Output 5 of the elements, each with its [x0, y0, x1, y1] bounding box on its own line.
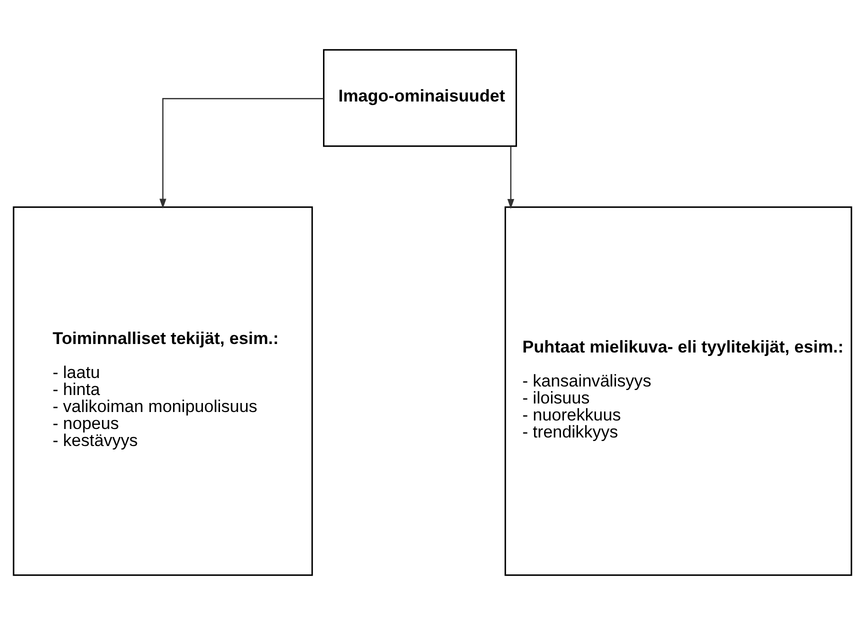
node-box: Puhtaat mielikuva- eli tyylitekijät, esim.: - kansainvälisyys - iloisuus - nuorekkuus - trendikkyys [504, 206, 852, 576]
arrow [507, 146, 514, 209]
node-box: Imago-ominaisuudet [323, 49, 518, 147]
node-box: Toiminnalliset tekijät, esim.: - laatu - hinta - valikoiman monipuolisuus - nopeus - kestävyys [12, 206, 313, 576]
arrow [159, 98, 324, 209]
